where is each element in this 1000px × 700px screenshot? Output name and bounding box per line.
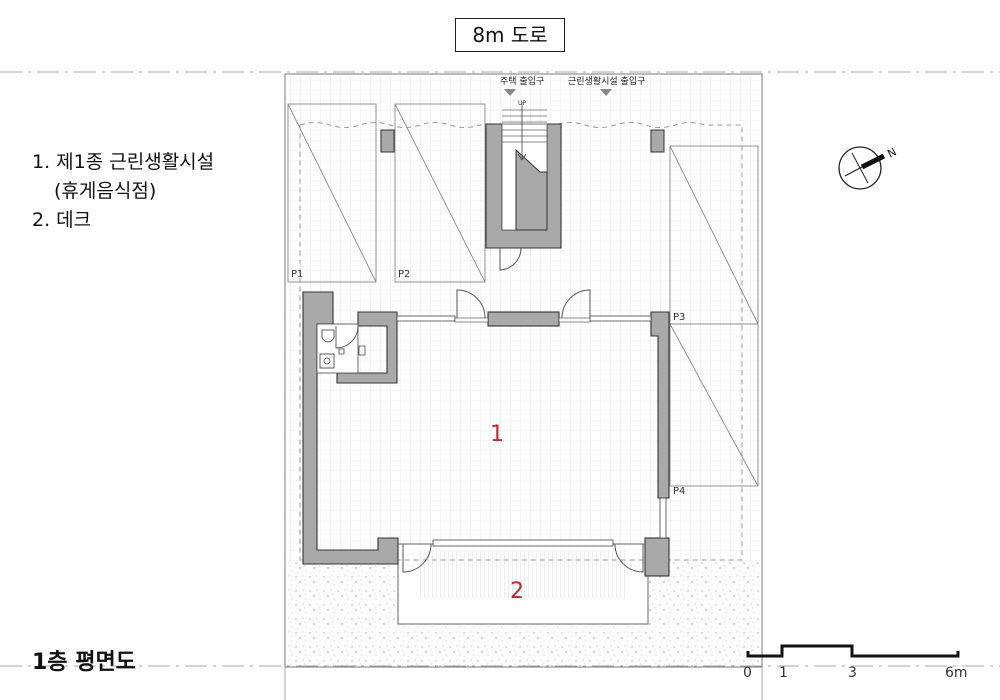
scale-tick-3: 3 <box>848 665 857 681</box>
scale-bar <box>746 644 960 658</box>
column <box>380 129 395 153</box>
stair-core <box>485 102 562 249</box>
north-window-glazing <box>396 315 652 323</box>
commercial-entrance-label: 근린생활시설 출입구 <box>568 75 645 87</box>
stair-door <box>499 247 522 271</box>
legend-item-1-sub: (휴게음식점) <box>54 180 157 202</box>
canopy-outline <box>299 122 743 561</box>
north-door-left <box>456 289 486 319</box>
commercial-entrance-arrow <box>600 89 612 96</box>
stair-up-label: UP <box>518 100 526 107</box>
plan-title: 1층 평면도 <box>32 650 136 675</box>
main-room-walls <box>302 291 670 577</box>
parking-label-p3: P3 <box>673 312 685 323</box>
north-arrow-icon: N <box>838 145 899 190</box>
south-window-glazing <box>432 539 614 547</box>
residential-entrance-label: 주택 출입구 <box>500 75 544 87</box>
room-number-main: 1 <box>490 422 504 447</box>
parking-space-p4 <box>669 323 759 487</box>
restroom <box>316 323 366 374</box>
east-window-glazing <box>659 497 667 539</box>
toilet-icon <box>321 329 335 343</box>
parking-space-p2 <box>394 103 486 283</box>
legend-item-2: 2. 데크 <box>32 209 92 231</box>
site-outline <box>284 73 763 668</box>
south-door-right <box>614 543 644 573</box>
scale-tick-1: 1 <box>779 665 788 681</box>
parking-label-p4: P4 <box>673 486 685 497</box>
legend-item-1: 1. 제1종 근린생활시설 <box>32 151 215 173</box>
south-door-left <box>402 543 432 573</box>
parking-space-p1 <box>287 103 377 283</box>
north-door-right <box>561 289 591 319</box>
scale-tick-0: 0 <box>743 665 752 681</box>
sink-icon <box>319 353 335 369</box>
legend: 1. 제1종 근린생활시설 (휴게음식점) 2. 데크 <box>32 148 214 235</box>
svg-text:N: N <box>885 145 898 160</box>
parking-label-p2: P2 <box>398 269 410 280</box>
room-number-deck: 2 <box>510 579 524 604</box>
road-label: 8m 도로 <box>455 18 565 52</box>
residential-entrance-arrow <box>504 89 516 96</box>
parking-label-p1: P1 <box>291 269 303 280</box>
column <box>650 129 665 153</box>
scale-tick-6m: 6m <box>945 665 968 681</box>
